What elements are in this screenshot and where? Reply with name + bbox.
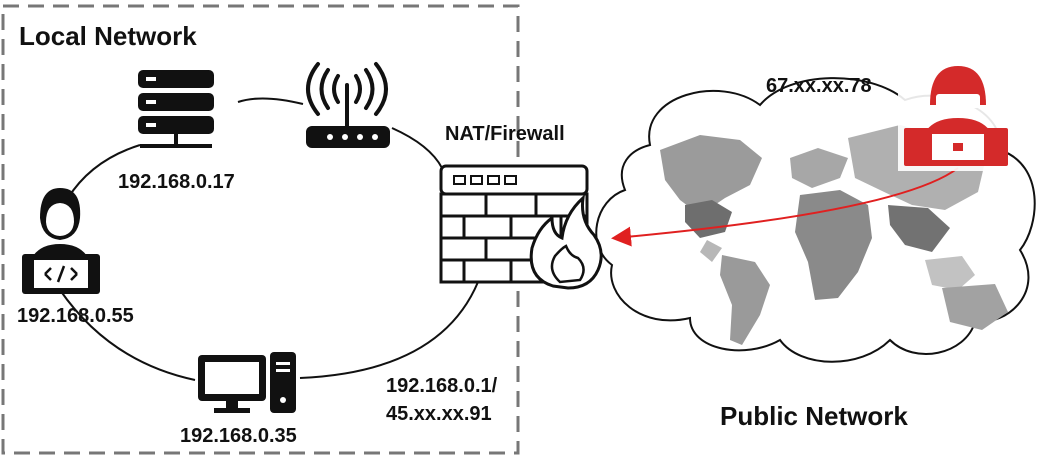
firewall-label: NAT/Firewall	[445, 123, 565, 145]
link-server-developer	[67, 144, 141, 199]
link-desktop-firewall	[299, 281, 479, 379]
local-network-title: Local Network	[19, 21, 197, 51]
local-network-links	[59, 97, 479, 381]
attacker-ip-label: 67.xx.xx.78	[766, 75, 872, 97]
firewall-icon	[439, 164, 603, 290]
hacker-icon	[898, 66, 1008, 171]
link-developer-desktop	[59, 289, 196, 381]
developer-icon	[22, 188, 100, 294]
firewall-public-ip-label: 45.xx.xx.91	[386, 403, 492, 425]
public-network-title: Public Network	[720, 401, 908, 431]
router-lights	[327, 134, 378, 140]
firewall-private-ip-label: 192.168.0.1/	[386, 375, 498, 397]
server-icon	[138, 70, 214, 148]
attack-arrow	[611, 167, 959, 247]
desktop-ip-label: 192.168.0.35	[180, 425, 297, 447]
link-router-firewall	[391, 127, 443, 169]
link-router-server	[237, 97, 304, 105]
desktop-computer-icon	[198, 352, 296, 413]
developer-ip-label: 192.168.0.55	[17, 305, 134, 327]
server-ip-label: 192.168.0.17	[118, 171, 235, 193]
